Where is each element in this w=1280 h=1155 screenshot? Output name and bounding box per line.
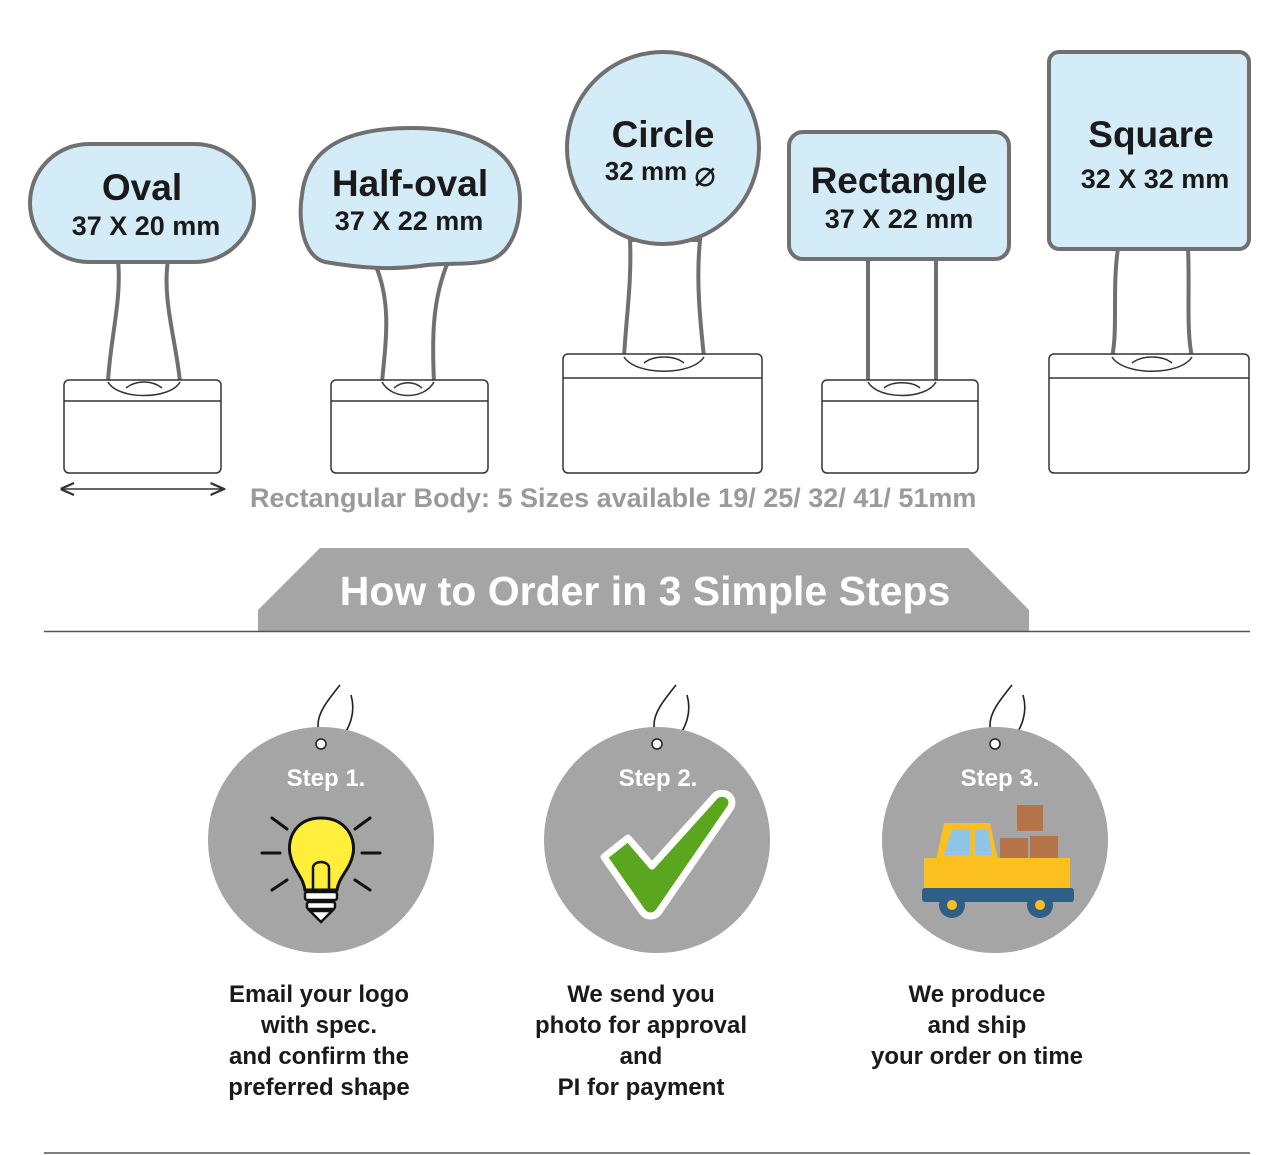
shape-name: Square [1088, 114, 1213, 155]
stamp-body [562, 353, 763, 474]
stamp-head-rectangle [787, 130, 1011, 261]
stamp-head-square [1047, 50, 1251, 251]
shape-name: Rectangle [811, 160, 988, 201]
diameter-symbol: ⌀ [694, 154, 716, 195]
step-circle [882, 727, 1108, 953]
description-line: with spec. [260, 1012, 378, 1039]
step-label: Step 2. [619, 765, 698, 792]
delivery-truck-icon [922, 805, 1074, 918]
stamp-body [1048, 353, 1250, 474]
banner-shape [258, 548, 1029, 631]
stamp-half-oval: Half-oval 37 X 22 mm [298, 125, 523, 474]
stamp-body [330, 379, 489, 474]
banner-title: How to Order in 3 Simple Steps [340, 568, 951, 614]
stamp-head-half-oval [298, 125, 523, 271]
stamp-head-circle [565, 50, 761, 246]
shape-size: 37 X 22 mm [335, 206, 484, 236]
stamp-handle [370, 260, 452, 384]
stamp-oval: Oval 37 X 20 mm [28, 142, 256, 474]
stamp-head-oval [28, 142, 256, 264]
stamp-handle [866, 256, 938, 384]
stamp-handle [1109, 246, 1195, 359]
step-label: Step 3. [961, 765, 1040, 792]
lightbulb-icon [260, 816, 382, 924]
description-line: and confirm the [228, 1043, 409, 1070]
shape-size: 37 X 20 mm [72, 211, 221, 241]
hang-hole [651, 738, 663, 750]
stamp-square: Square 32 X 32 mm [1047, 50, 1251, 474]
shape-name: Circle [612, 114, 715, 155]
stamp-circle: Circle 32 mm ⌀ [562, 50, 763, 474]
step-1: Step 1. [208, 684, 434, 953]
step-circle [544, 727, 770, 953]
description-line: We send you [567, 981, 715, 1008]
checkmark-icon [600, 789, 736, 920]
stamp-handle [621, 238, 707, 359]
description-line: Email your logo [228, 981, 410, 1008]
description-line: your order on time [870, 1043, 1084, 1070]
body-sizes-note: Rectangular Body: 5 Sizes available 19/ … [250, 483, 976, 513]
stamp-body [63, 379, 222, 474]
step-1-description: Email your logo with spec. and confirm t… [169, 979, 469, 1103]
description-line: We produce [908, 981, 1046, 1008]
step-label: Step 1. [287, 765, 366, 792]
step-3: Step 3. [882, 684, 1108, 953]
stamp-rectangle: Rectangle 37 X 22 mm [787, 130, 1011, 474]
description-line: PI for payment [557, 1074, 725, 1101]
shape-size: 32 X 32 mm [1081, 164, 1230, 194]
description-line: photo for approval [535, 1012, 747, 1039]
shape-name: Half-oval [332, 163, 488, 204]
hang-hole [989, 738, 1001, 750]
step-2-description: We send you photo for approval and PI fo… [491, 979, 791, 1103]
hang-hole [315, 738, 327, 750]
shape-size: 32 mm [605, 156, 687, 186]
description-line: preferred shape [228, 1074, 410, 1101]
stamp-handle [105, 258, 183, 384]
shape-name: Oval [102, 167, 182, 208]
stamp-body [821, 379, 979, 474]
description-line: and [619, 1043, 663, 1070]
step-3-description: We produce and ship your order on time [827, 979, 1127, 1072]
shape-size: 37 X 22 mm [825, 204, 974, 234]
step-2: Step 2. [544, 684, 770, 953]
description-line: and ship [927, 1012, 1027, 1039]
